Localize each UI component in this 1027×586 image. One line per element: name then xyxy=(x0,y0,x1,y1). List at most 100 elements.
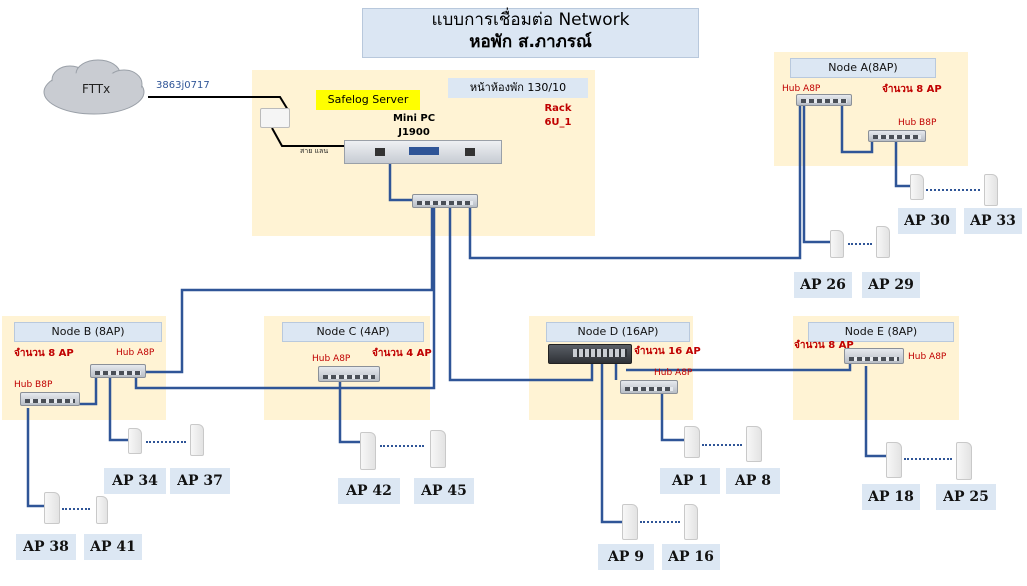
node-b-hub1-icon xyxy=(90,364,146,378)
ap-label: AP 41 xyxy=(84,534,142,560)
wan-cable-label: สาย แลน xyxy=(300,147,329,155)
node-e-hub1-icon xyxy=(844,348,904,364)
rack-line-2: 6U_1 xyxy=(544,117,572,128)
ap-label: AP 8 xyxy=(726,468,780,494)
access-point-icon xyxy=(746,426,762,462)
ap-label: AP 29 xyxy=(862,272,920,298)
node-d-count: จำนวน 16 AP xyxy=(634,346,701,357)
access-point-icon xyxy=(684,426,700,458)
ap-range-dots xyxy=(640,521,680,523)
uplink-node-b xyxy=(140,206,434,374)
access-point-icon xyxy=(684,504,698,540)
internet-label: FTTx xyxy=(82,82,111,96)
ap-label: AP 45 xyxy=(414,478,474,504)
access-point-icon xyxy=(622,504,638,540)
node-e-hub1-label: Hub A8P xyxy=(908,352,947,362)
node-c-count: จำนวน 4 AP xyxy=(372,348,432,359)
node-b-label: Node B (8AP) xyxy=(14,322,162,342)
node-d-hub1-label: Hub A8P xyxy=(654,368,693,378)
rack-line-1: Rack xyxy=(544,103,572,114)
access-point-icon xyxy=(128,428,142,454)
access-point-icon xyxy=(190,424,204,456)
node-b-hub2-icon xyxy=(20,392,80,406)
ap-range-dots xyxy=(146,441,186,443)
node-a-hub-link xyxy=(818,102,874,154)
node-b-hub1-label: Hub A8P xyxy=(116,348,155,358)
ap-label: AP 9 xyxy=(598,544,654,570)
node-c-hub1-icon xyxy=(318,366,380,382)
access-point-icon xyxy=(430,430,446,468)
server-to-switch-cable xyxy=(388,164,418,202)
ap-label: AP 1 xyxy=(660,468,720,494)
ap-range-dots xyxy=(62,508,90,510)
ap-label: AP 37 xyxy=(170,468,230,494)
node-d-ap-link-1 xyxy=(660,394,684,442)
node-d-core-switch-icon xyxy=(548,344,632,364)
diagram-title: แบบการเชื่อมต่อ Network หอพัก ส.ภาภรณ์ xyxy=(362,8,699,58)
ap-label: AP 33 xyxy=(964,208,1022,234)
ap-range-dots xyxy=(926,189,980,191)
modem-icon xyxy=(260,108,290,128)
node-a-ap-link-1 xyxy=(894,140,912,188)
room-label: หน้าห้องพัก 130/10 xyxy=(448,78,588,98)
access-point-icon xyxy=(44,492,60,524)
node-b-hub2-label: Hub B8P xyxy=(14,380,53,390)
node-a-label: Node A(8AP) xyxy=(790,58,936,78)
title-line-1: แบบการเชื่อมต่อ Network xyxy=(431,10,630,30)
ap-range-dots xyxy=(904,458,952,460)
node-b-ap-link-1 xyxy=(108,378,130,442)
title-line-2: หอพัก ส.ภาภรณ์ xyxy=(469,32,592,52)
node-a-hub1-label: Hub A8P xyxy=(782,84,821,94)
cloud-icon xyxy=(43,59,145,115)
ap-range-dots xyxy=(380,445,424,447)
server-label: Safelog Server xyxy=(316,90,420,110)
uplink-node-a xyxy=(468,104,802,260)
ap-label: AP 26 xyxy=(794,272,852,298)
node-c-ap-link xyxy=(338,382,362,444)
node-b-ap-link-2 xyxy=(26,408,46,508)
ap-label: AP 25 xyxy=(936,484,996,510)
node-e-ap-link xyxy=(864,366,886,458)
access-point-icon xyxy=(910,174,924,200)
access-point-icon xyxy=(360,432,376,470)
wan-to-server-cable xyxy=(271,127,345,147)
circuit-id-label: 3863j0717 xyxy=(156,80,210,91)
ap-label: AP 18 xyxy=(862,484,920,510)
access-point-icon xyxy=(830,230,844,258)
node-d-label: Node D (16AP) xyxy=(546,322,690,342)
ap-range-dots xyxy=(702,444,742,446)
node-a-hub2-label: Hub B8P xyxy=(898,118,937,128)
uplink-node-d xyxy=(448,206,594,382)
mini-pc-line-2: J1900 xyxy=(398,127,430,138)
node-e-count: จำนวน 8 AP xyxy=(794,340,854,351)
access-point-icon xyxy=(96,496,108,524)
node-b-hub2-link xyxy=(72,378,98,406)
access-point-icon xyxy=(984,174,998,206)
access-point-icon xyxy=(956,442,972,480)
access-point-icon xyxy=(886,442,902,478)
ap-label: AP 16 xyxy=(662,544,720,570)
access-point-icon xyxy=(876,226,890,258)
node-a-hub1-icon xyxy=(796,94,852,106)
node-d-hub1-icon xyxy=(620,380,678,394)
node-b-count: จำนวน 8 AP xyxy=(14,348,74,359)
rack-label: Rack 6U_1 xyxy=(538,102,578,130)
ap-label: AP 34 xyxy=(104,468,166,494)
ap-label: AP 42 xyxy=(338,478,400,504)
node-b-hub-link xyxy=(134,206,436,390)
ap-label: AP 38 xyxy=(16,534,76,560)
ap-label: AP 30 xyxy=(898,208,956,234)
core-switch-icon xyxy=(412,194,478,208)
wan-cable xyxy=(148,96,289,111)
rack-server-icon xyxy=(344,140,502,164)
node-a-count: จำนวน 8 AP xyxy=(882,84,942,95)
uplink-node-e xyxy=(626,364,852,372)
node-e-label: Node E (8AP) xyxy=(808,322,954,342)
node-a-hub2-icon xyxy=(868,130,926,142)
node-a-ap-link-2 xyxy=(802,104,830,244)
ap-range-dots xyxy=(848,243,872,245)
mini-pc-label: Mini PC J1900 xyxy=(386,112,442,140)
node-c-hub1-label: Hub A8P xyxy=(312,354,351,364)
node-c-label: Node C (4AP) xyxy=(282,322,424,342)
